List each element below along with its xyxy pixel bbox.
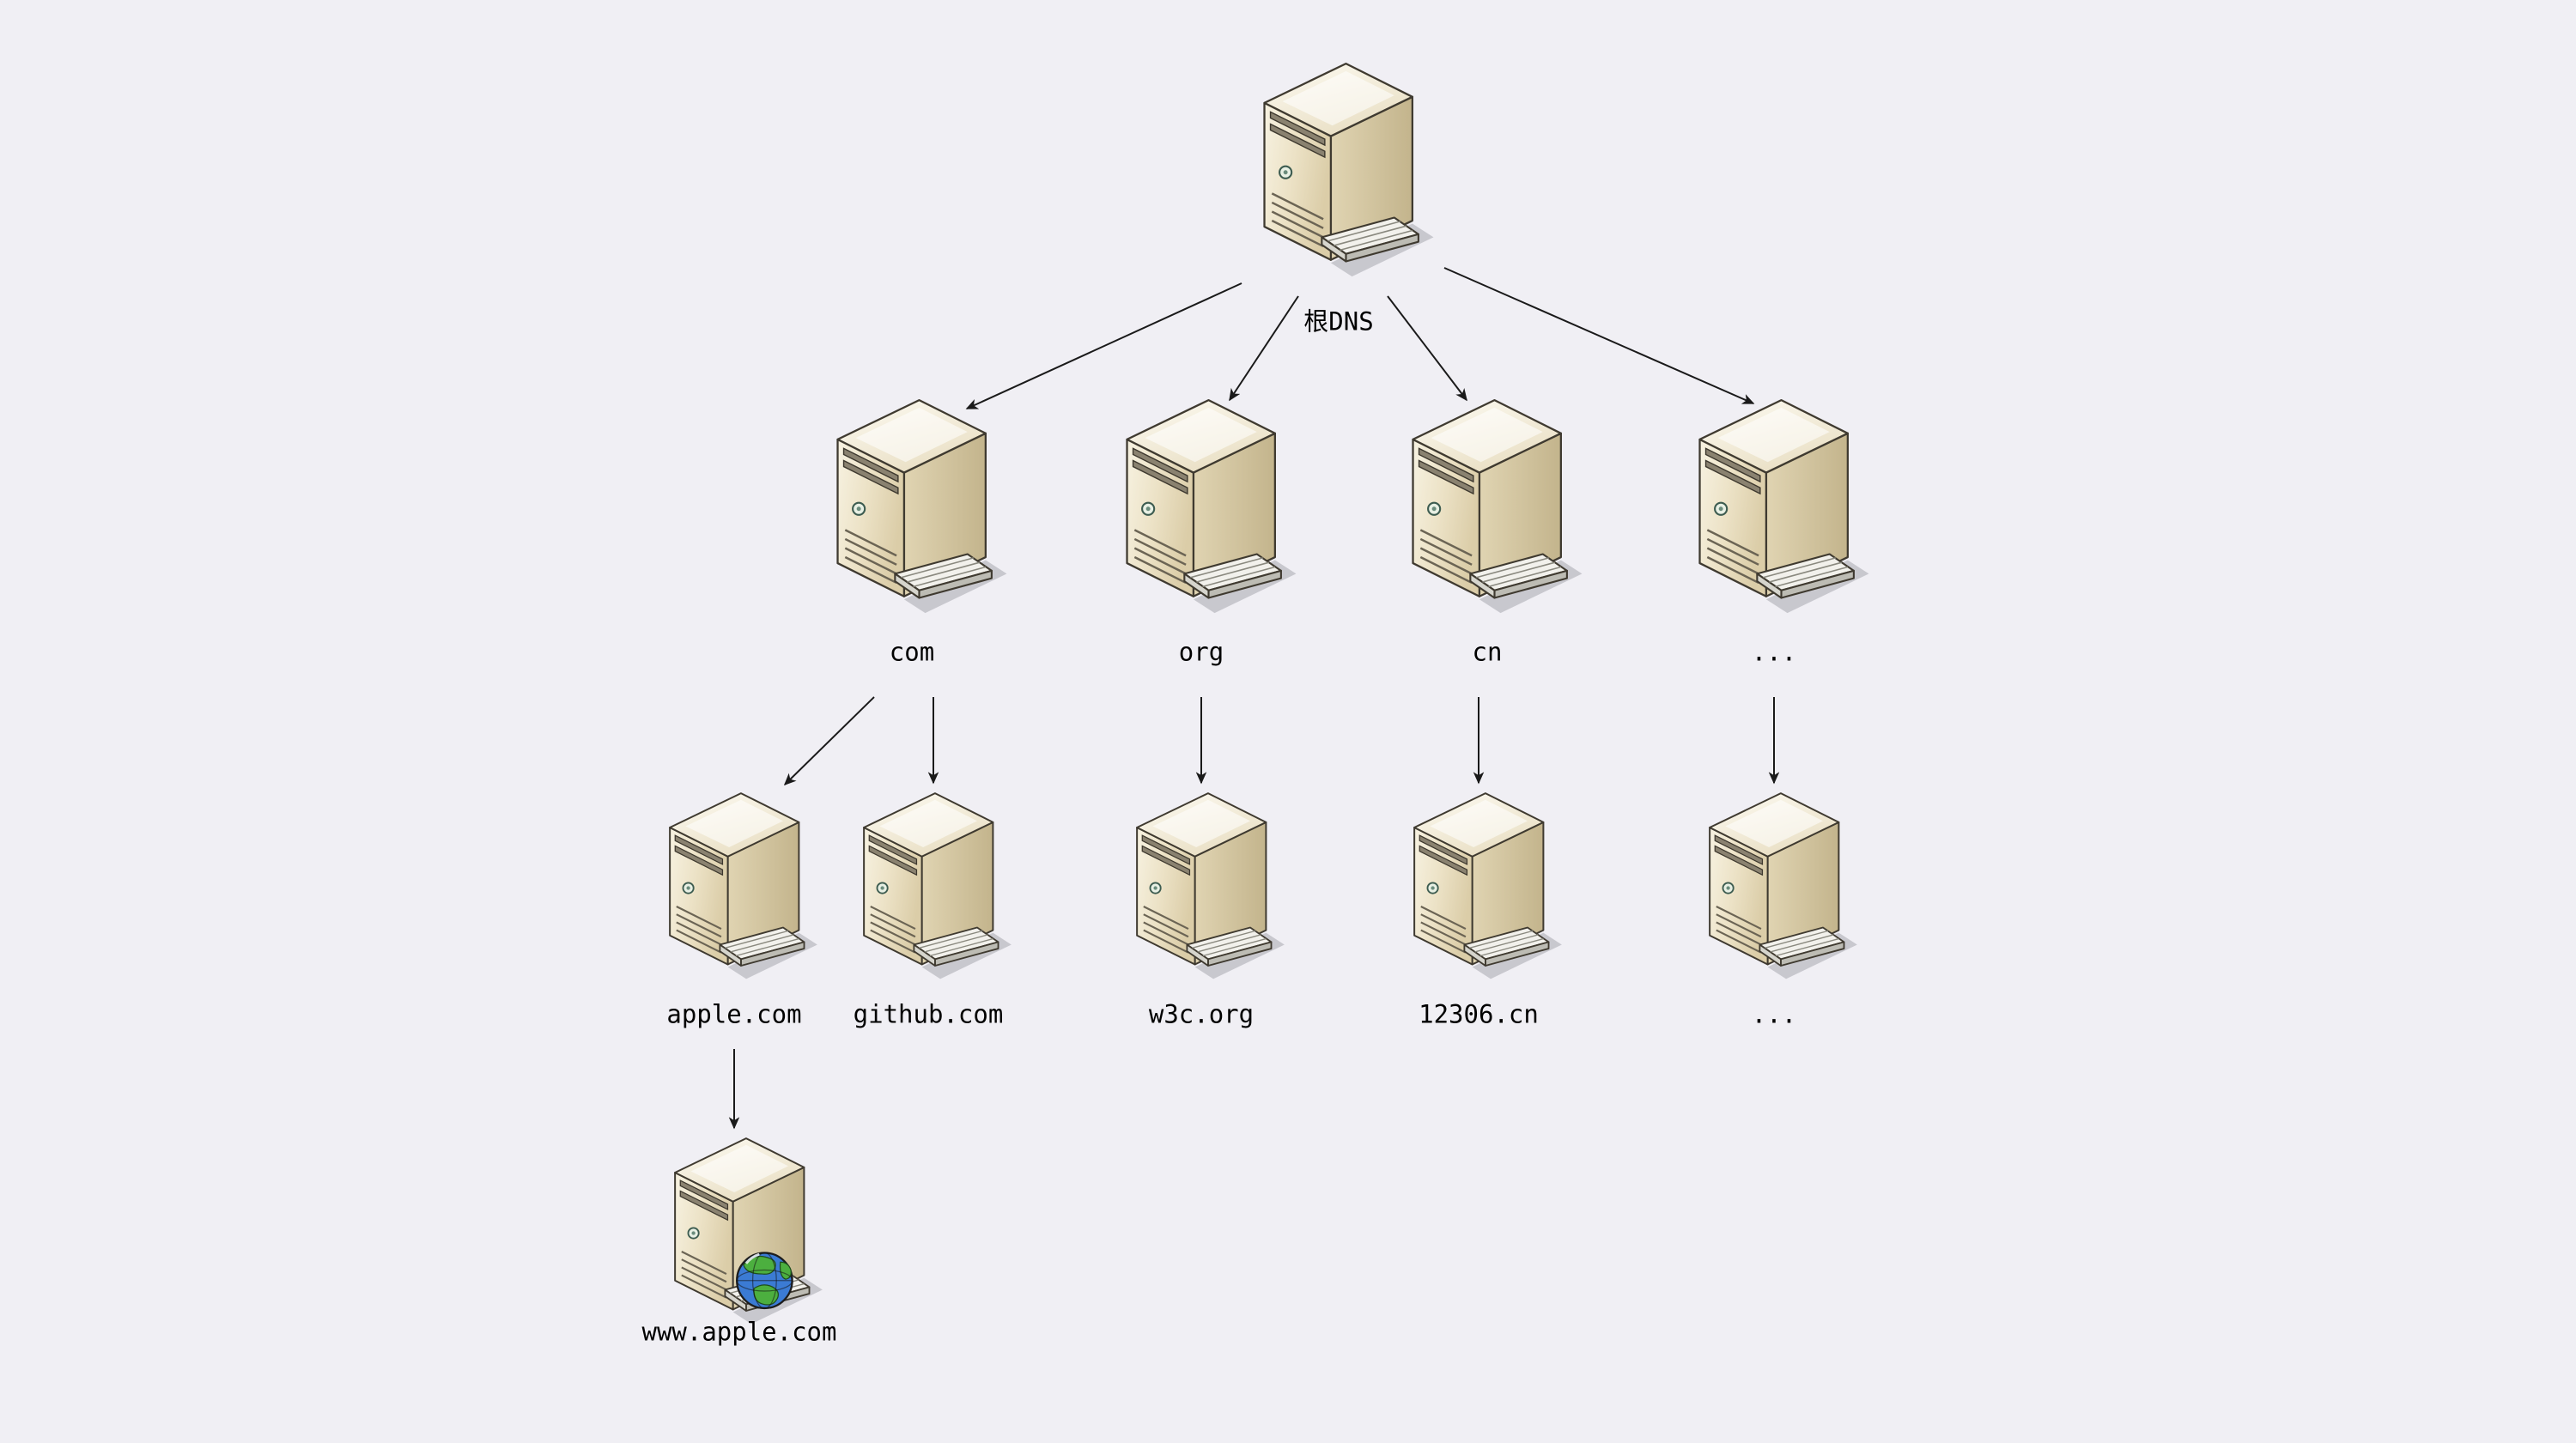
dns-node-www: www.apple.com	[641, 1133, 836, 1347]
dns-node-root: 根DNS	[1261, 58, 1437, 336]
edge-com-apple	[783, 696, 875, 786]
node-label-root: 根DNS	[1303, 306, 1374, 336]
edge-root-org	[1229, 295, 1299, 402]
node-label-com: com	[889, 637, 935, 667]
node-label-w3c: w3c.org	[1148, 999, 1255, 1029]
dns-node-github: github.com	[854, 788, 1014, 1029]
node-label-dots3: ...	[1751, 999, 1797, 1029]
edge-root-com	[965, 282, 1242, 409]
dns-node-org: org	[1124, 394, 1299, 667]
dns-node-com: com	[835, 394, 1010, 667]
edge-root-cn	[1387, 295, 1467, 402]
dns-node-cn: cn	[1410, 394, 1585, 667]
dns-node-apple: apple.com	[666, 788, 820, 1029]
dns-node-dots3: ...	[1707, 788, 1860, 1029]
server-icon	[862, 792, 1012, 980]
dns-node-w3c: w3c.org	[1134, 788, 1287, 1029]
node-label-github: github.com	[853, 999, 1004, 1029]
server-icon	[836, 398, 1008, 615]
server-globe-icon	[673, 1137, 823, 1325]
node-label-dots2: ...	[1751, 637, 1797, 667]
server-icon	[668, 792, 818, 980]
dns-node-dots2: ...	[1697, 394, 1872, 667]
node-label-org: org	[1178, 637, 1224, 667]
node-label-t12306: 12306.cn	[1419, 999, 1539, 1029]
dns-node-t12306: 12306.cn	[1412, 788, 1564, 1029]
node-label-apple: apple.com	[666, 999, 802, 1029]
server-icon	[1708, 792, 1858, 980]
server-icon	[1698, 398, 1870, 615]
server-icon	[1135, 792, 1285, 980]
server-icon	[1413, 792, 1563, 980]
server-icon	[1126, 398, 1297, 615]
node-label-cn: cn	[1472, 637, 1503, 667]
node-label-www: www.apple.com	[641, 1317, 837, 1347]
server-icon	[1412, 398, 1583, 615]
edge-root-dots2	[1443, 267, 1755, 404]
server-icon	[1263, 62, 1435, 278]
